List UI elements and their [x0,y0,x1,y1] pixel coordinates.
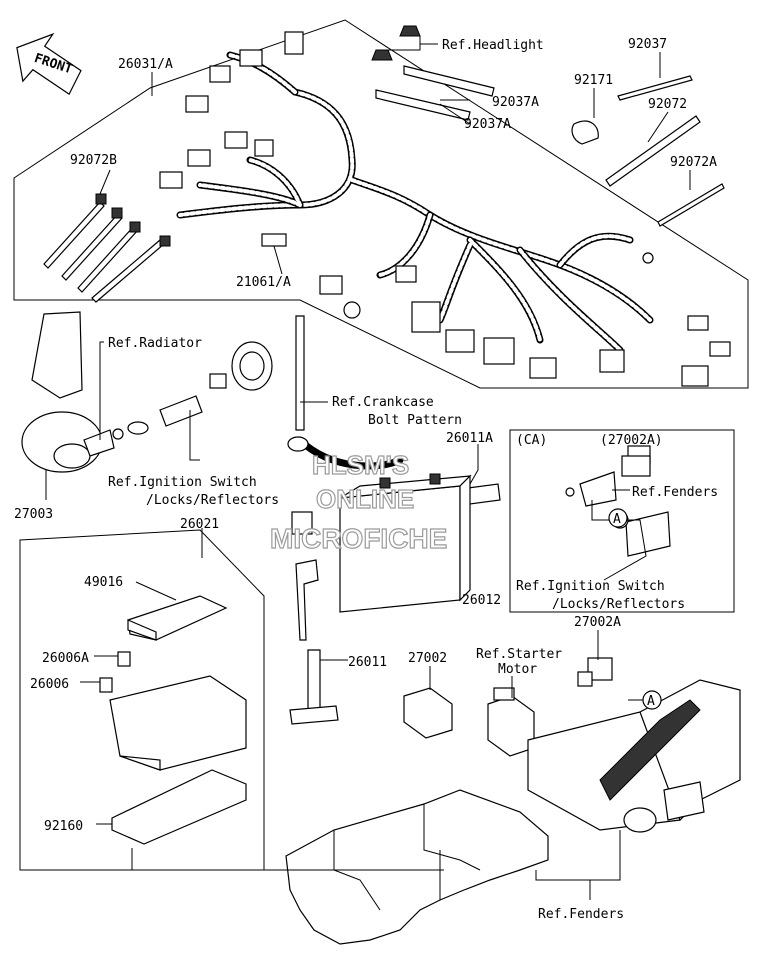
label-26006A: 26006A [42,651,89,666]
cable-26011 [289,559,339,725]
label-21061A: 21061/A [236,275,291,290]
label-92037: 92037 [628,37,667,52]
fuse-box-parts [99,595,247,845]
fusebox-outline [19,529,265,871]
label-ref-fenders: Ref.Fenders [538,907,624,922]
label-ref-crankcase-1: Ref.Crankcase [332,395,434,410]
label-ca-marker: A [613,512,621,527]
label-ref-starter-1: Ref.Starter [476,647,562,662]
label-26011: 26011 [348,655,387,670]
relay-27002 [403,687,453,739]
label-27002A-ca: (27002A) [600,433,663,448]
label-26012: 26012 [462,593,501,608]
label-ref-ignition-2: /Locks/Reflectors [146,493,279,508]
starter-relay [487,687,535,757]
relay-27002A [577,657,613,687]
watermark-line-2: ONLINE [316,484,414,514]
label-ref-radiator: Ref.Radiator [108,336,202,351]
label-92037A-1: 92037A [492,95,539,110]
label-92037A-2: 92037A [464,117,511,132]
ca-variant-box [509,429,735,613]
battery-26012 [339,473,472,613]
front-arrow: FRONT [16,32,82,95]
label-ref-ignition-1: Ref.Ignition Switch [108,475,257,490]
rear-fender [527,679,741,833]
label-92072A: 92072A [670,155,717,170]
label-ref-headlight: Ref.Headlight [442,38,544,53]
watermark: HLSM'S ONLINE MICROFICHE [269,449,448,554]
watermark-line-1: HLSM'S [312,450,409,480]
battery-tray [285,789,549,945]
ignition-switch-parts [112,341,273,440]
ca-parts [565,445,671,557]
label-27002A: 27002A [574,615,621,630]
label-27002: 27002 [408,651,447,666]
ties-and-clips [571,75,725,227]
ties-92072B [43,193,171,303]
marker-circle-ca [608,508,628,528]
label-ref-crankcase-2: Bolt Pattern [368,413,462,428]
label-49016: 49016 [84,575,123,590]
label-92171: 92171 [574,73,613,88]
horn-27003 [21,311,115,473]
label-ref-starter-2: Motor [498,662,537,677]
label-27003: 27003 [14,507,53,522]
label-ca-ref-ignition-2: /Locks/Reflectors [552,597,685,612]
label-ca-ref-fenders: Ref.Fenders [632,485,718,500]
connector-21061A [261,233,287,247]
leader-lines [45,36,691,900]
label-26031A: 26031/A [118,57,173,72]
label-ca: (CA) [516,433,547,448]
label-92072: 92072 [648,97,687,112]
harness-outline [13,19,749,389]
label-26006: 26006 [30,677,69,692]
main-wiring-harness [159,31,731,387]
label-92072B: 92072B [70,153,117,168]
label-26021: 26021 [180,517,219,532]
watermark-line-3: MICROFICHE [270,523,447,554]
marker-circle-fender [642,690,662,710]
label-ca-ref-ignition-1: Ref.Ignition Switch [516,579,665,594]
headlight-brackets [371,25,495,121]
label-marker-a: A [647,694,655,709]
label-26011A: 26011A [446,431,493,446]
ground-cable-26011A [287,315,501,535]
label-92160: 92160 [44,819,83,834]
